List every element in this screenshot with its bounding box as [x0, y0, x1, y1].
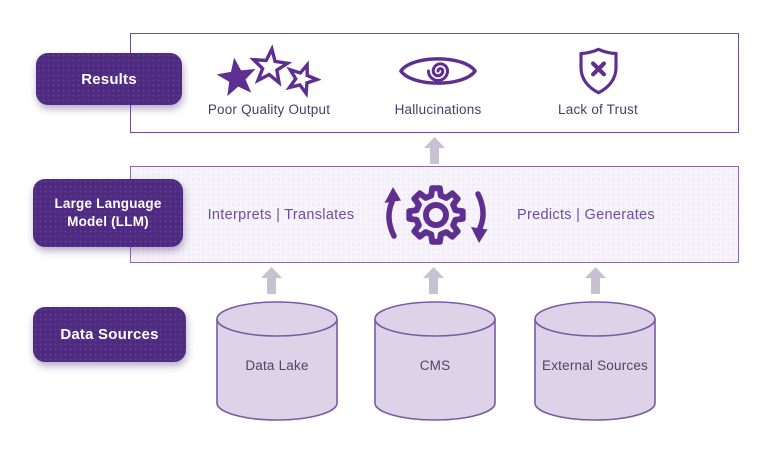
shield-x-icon [508, 44, 688, 98]
llm-label-pill: Large Language Model (LLM) [33, 179, 183, 247]
up-arrow-icon [424, 137, 445, 164]
up-arrow-icon [261, 267, 282, 294]
gear-rotation-icon [378, 182, 494, 253]
results-frame: Poor Quality Output Hallucinations Lack … [130, 33, 739, 133]
result-item-lack-of-trust: Lack of Trust [508, 44, 688, 117]
data-source-name: External Sources [542, 358, 648, 373]
cylinder-database-icon: Data Lake [215, 299, 339, 423]
star-rating-icon [179, 44, 359, 98]
result-item-hallucinations: Hallucinations [348, 44, 528, 117]
result-caption: Poor Quality Output [207, 102, 331, 117]
cylinder-database-icon: CMS [373, 299, 497, 423]
data-sources-label: Data Sources [60, 326, 159, 343]
result-caption: Hallucinations [394, 102, 482, 117]
llm-label-line1: Large Language [54, 195, 162, 211]
results-label: Results [81, 70, 137, 88]
cylinder-database-icon: External Sources [533, 299, 657, 423]
result-caption: Lack of Trust [558, 102, 638, 117]
result-item-poor-quality: Poor Quality Output [179, 44, 359, 117]
llm-left-text: Interprets | Translates [207, 207, 355, 223]
data-source-name: CMS [419, 358, 451, 373]
llm-label-line2: Model (LLM) [67, 214, 149, 229]
up-arrow-icon [585, 267, 606, 294]
data-source-name: Data Lake [245, 358, 309, 373]
llm-frame: Interprets | Translates Predicts | Gener… [130, 166, 739, 263]
llm-right-text: Predicts | Generates [517, 207, 655, 223]
results-label-pill: Results [36, 53, 182, 105]
data-sources-label-pill: Data Sources [33, 307, 186, 362]
eye-spiral-icon [348, 44, 528, 98]
up-arrow-icon [423, 267, 444, 294]
